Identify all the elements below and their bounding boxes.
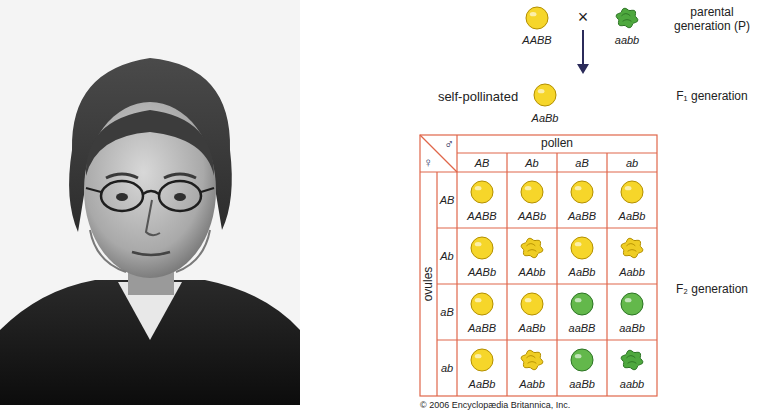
genotype-label: aaBb bbox=[569, 378, 595, 391]
genotype-label: AABB bbox=[467, 210, 496, 223]
genotype-label: AaBb bbox=[532, 112, 559, 125]
genotype-label: AaBb bbox=[469, 378, 496, 391]
generation-label: F₁ generation bbox=[676, 90, 747, 104]
genotype-label: aaBb bbox=[619, 322, 645, 335]
genotype-label: AaBB bbox=[468, 322, 496, 335]
genotype-label: AaBb bbox=[619, 210, 646, 223]
genotype-label: AaBb bbox=[569, 266, 596, 279]
allele-header: aB bbox=[575, 156, 588, 169]
genotype-label: AAbb bbox=[519, 266, 546, 279]
portrait bbox=[0, 0, 300, 405]
allele-header: AB bbox=[440, 194, 455, 207]
seed-icon bbox=[621, 293, 643, 315]
genotype-label: AABB bbox=[522, 34, 551, 47]
seed-icon bbox=[621, 238, 643, 258]
punnett-grid bbox=[420, 135, 657, 396]
seed-icon bbox=[621, 350, 643, 370]
allele-header: aB bbox=[440, 306, 453, 319]
copyright-note: © 2006 Encyclopædia Britannica, Inc. bbox=[420, 400, 570, 410]
seed-icon bbox=[571, 237, 593, 259]
sex-symbol: ♂ bbox=[444, 137, 454, 152]
allele-header: ab bbox=[626, 156, 638, 169]
seed-icon bbox=[534, 84, 556, 106]
generation-label: F₂ generation bbox=[676, 283, 748, 297]
seed-icon bbox=[521, 350, 543, 370]
genotype-label: AABb bbox=[518, 210, 546, 223]
genotype-label: aaBB bbox=[569, 322, 596, 335]
genotype-label: Aabb bbox=[619, 266, 645, 279]
seed-icon bbox=[616, 8, 638, 28]
seed-icon bbox=[471, 237, 493, 259]
allele-header: AB bbox=[475, 156, 490, 169]
genotype-label: aabb bbox=[615, 34, 639, 47]
allele-header: Ab bbox=[525, 156, 538, 169]
allele-header: Ab bbox=[440, 250, 453, 263]
genotype-label: AABb bbox=[468, 266, 496, 279]
cross-symbol: × bbox=[578, 7, 589, 28]
seed-icon bbox=[471, 181, 493, 203]
seed-icon bbox=[521, 293, 543, 315]
axis-label: pollen bbox=[541, 137, 573, 151]
genotype-label: AaBB bbox=[568, 210, 596, 223]
sex-symbol: ♀ bbox=[423, 156, 433, 171]
genotype-label: Aabb bbox=[519, 378, 545, 391]
allele-header: ab bbox=[441, 362, 453, 375]
generation-label: parental generation (P) bbox=[664, 6, 760, 34]
cross-arrow bbox=[577, 30, 589, 74]
process-label: self-pollinated bbox=[438, 90, 518, 105]
seed-icon bbox=[521, 181, 543, 203]
seed-icon bbox=[571, 349, 593, 371]
axis-label: ovules bbox=[422, 267, 436, 302]
genotype-label: AaBb bbox=[519, 322, 546, 335]
seed-icon bbox=[571, 181, 593, 203]
seed-icon bbox=[471, 349, 493, 371]
seed-icon bbox=[571, 293, 593, 315]
seed-icon bbox=[621, 181, 643, 203]
seed-icon bbox=[471, 293, 493, 315]
seed-icon bbox=[521, 238, 543, 258]
genotype-label: aabb bbox=[620, 378, 644, 391]
seed-icon bbox=[526, 7, 548, 29]
